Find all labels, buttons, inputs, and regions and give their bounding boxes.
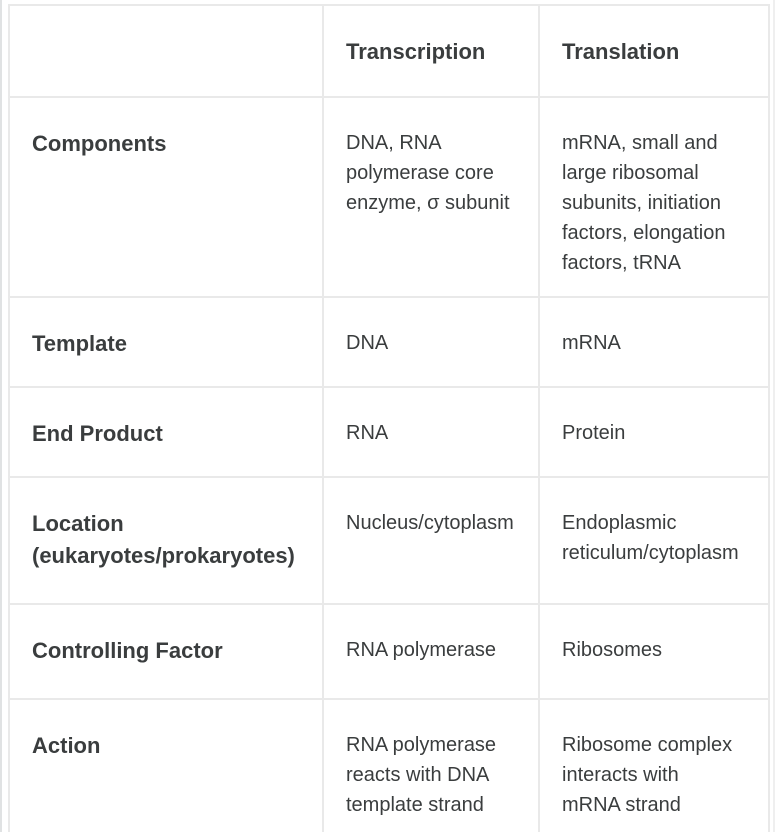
- transcription-cell: DNA: [322, 296, 540, 388]
- table-row-end-product: End Product RNA Protein: [8, 386, 770, 478]
- translation-cell: Ribosome complex interacts with mRNA str…: [538, 698, 770, 832]
- row-header-cell: Controlling Factor: [8, 603, 324, 700]
- table-header-row: Transcription Translation: [8, 4, 770, 98]
- row-header-cell: End Product: [8, 386, 324, 478]
- table-row-location: Location (eukaryotes/prokaryotes) Nucleu…: [8, 476, 770, 605]
- transcription-cell: RNA polymerase reacts with DNA template …: [322, 698, 540, 832]
- page-left-edge: [0, 0, 2, 832]
- table-row-action: Action RNA polymerase reacts with DNA te…: [8, 698, 770, 832]
- translation-cell: mRNA, small and large ribosomal subunits…: [538, 96, 770, 298]
- translation-cell: Ribosomes: [538, 603, 770, 700]
- transcription-cell: DNA, RNA polymerase core enzyme, σ subun…: [322, 96, 540, 298]
- translation-cell: Endoplasmic reticulum/cytoplasm: [538, 476, 770, 605]
- corner-cell: [8, 4, 324, 98]
- row-header-cell: Template: [8, 296, 324, 388]
- table-row-controlling-factor: Controlling Factor RNA polymerase Riboso…: [8, 603, 770, 700]
- column-header-transcription: Transcription: [322, 4, 540, 98]
- translation-cell: Protein: [538, 386, 770, 478]
- row-header-cell: Action: [8, 698, 324, 832]
- translation-cell: mRNA: [538, 296, 770, 388]
- table-row-components: Components DNA, RNA polymerase core enzy…: [8, 96, 770, 298]
- transcription-cell: RNA polymerase: [322, 603, 540, 700]
- table-row-template: Template DNA mRNA: [8, 296, 770, 388]
- column-header-translation: Translation: [538, 4, 770, 98]
- transcription-cell: Nucleus/cytoplasm: [322, 476, 540, 605]
- row-header-cell: Location (eukaryotes/prokaryotes): [8, 476, 324, 605]
- row-header-cell: Components: [8, 96, 324, 298]
- transcription-cell: RNA: [322, 386, 540, 478]
- transcription-translation-table: Transcription Translation Components DNA…: [8, 4, 770, 832]
- page-right-edge: [773, 0, 775, 832]
